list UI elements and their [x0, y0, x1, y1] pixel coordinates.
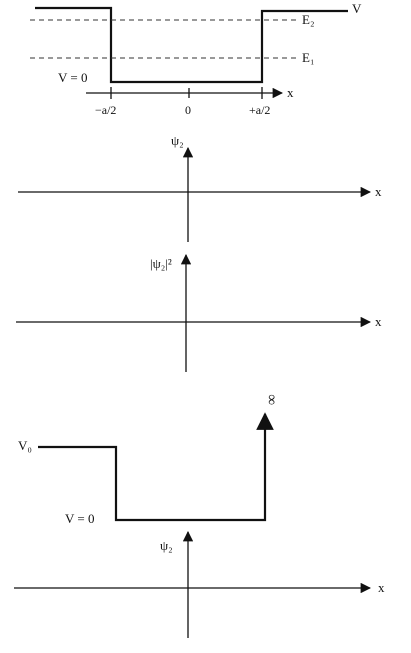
psi2b-y-label: ψ₂ [160, 538, 173, 553]
finite-well-potential [35, 6, 348, 84]
floor-label: V = 0 [58, 70, 88, 85]
x-axis-label: x [287, 85, 294, 100]
panel-asymmetric-well: V₀ V = 0 ∞ [18, 394, 280, 526]
panel-finite-well: V E₂ E₁ V = 0 x −a/2 0 +a/2 [30, 1, 362, 117]
psi2b-x-label: x [378, 580, 385, 595]
psi2-x-label: x [375, 184, 382, 199]
prob-x-label: x [375, 314, 382, 329]
v0-label: V₀ [18, 438, 32, 453]
infinity-label: ∞ [264, 394, 280, 405]
tick-label-right: +a/2 [249, 103, 270, 117]
asymmetric-well-potential [38, 418, 267, 522]
energy-label-e2: E₂ [302, 12, 314, 27]
prob-y-label: |ψ₂|² [150, 256, 172, 271]
floor-label-2: V = 0 [65, 511, 95, 526]
tick-label-left: −a/2 [95, 103, 116, 117]
psi2-y-label: ψ₂ [171, 133, 184, 148]
energy-label-e1: E₁ [302, 50, 314, 65]
potential-label: V [352, 1, 362, 16]
tick-label-center: 0 [185, 103, 191, 117]
panel-psi2-axes-bottom: ψ₂ x [14, 530, 385, 638]
panel-psi2-squared-axes: |ψ₂|² x [16, 253, 382, 372]
panel-psi2-axes: ψ₂ x [18, 133, 382, 242]
